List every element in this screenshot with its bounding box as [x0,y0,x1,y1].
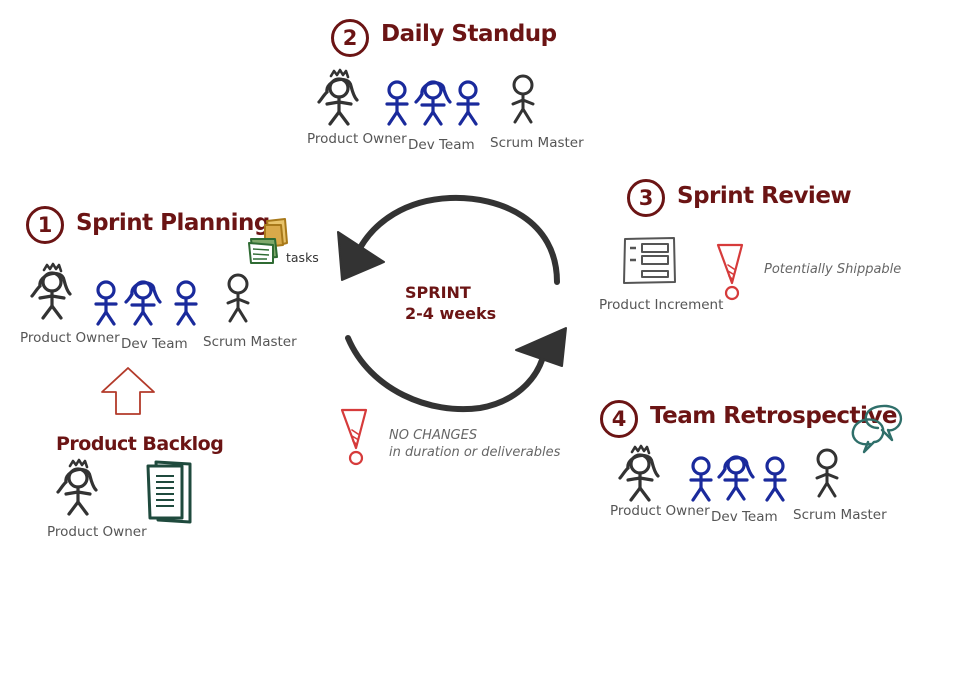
sprint-duration: 2-4 weeks [405,304,497,323]
no-changes-detail: in duration or deliverables [389,445,561,460]
dev-team-member-icon [385,80,409,126]
review-heading: Sprint Review [677,183,852,209]
no-changes-title: NO CHANGES [389,428,478,443]
dev-team-member-icon [124,280,162,326]
product-increment-icon [623,237,676,284]
product-owner-icon [56,458,98,516]
role-label-product-owner: Product Owner [307,131,407,147]
scrum-master-icon [226,273,250,323]
step-number-planning: 1 [26,206,64,244]
warning-icon [340,408,368,466]
product-increment-label: Product Increment [599,297,724,313]
step-number-standup: 2 [331,19,369,57]
scrum-master-icon [511,74,535,124]
role-label-product-owner: Product Owner [47,524,147,540]
product-owner-icon [30,262,72,320]
backlog-document-icon [146,460,192,524]
dev-team-member-icon [717,455,755,501]
dev-team-member-icon [763,456,787,502]
dev-team-member-icon [174,280,198,326]
role-label-scrum-master: Scrum Master [490,135,584,151]
role-label-scrum-master: Scrum Master [203,334,297,350]
dev-team-member-icon [94,280,118,326]
planning-heading: Sprint Planning [76,210,270,236]
role-label-dev-team: Dev Team [408,137,475,153]
step-number-retro: 4 [600,400,638,438]
role-label-product-owner: Product Owner [610,503,710,519]
role-label-product-owner: Product Owner [20,330,120,346]
product-owner-icon [317,68,359,126]
dev-team-member-icon [414,80,452,126]
task-notes-icon [248,218,288,264]
backlog-up-arrow-icon [101,367,155,415]
step-number-review: 3 [627,179,665,217]
dev-team-member-icon [689,456,713,502]
warning-icon [716,243,744,301]
standup-heading: Daily Standup [381,21,557,47]
product-owner-icon [618,444,660,502]
sprint-label: SPRINT [405,283,471,302]
potentially-shippable-label: Potentially Shippable [764,262,902,277]
role-label-scrum-master: Scrum Master [793,507,887,523]
tasks-label: tasks [286,250,319,265]
speech-bubbles-icon [851,404,903,454]
scrum-master-icon [815,448,839,498]
sprint-cycle-arrows [337,194,567,413]
role-label-dev-team: Dev Team [121,336,188,352]
dev-team-member-icon [456,80,480,126]
role-label-dev-team: Dev Team [711,509,778,525]
backlog-heading: Product Backlog [56,433,224,455]
